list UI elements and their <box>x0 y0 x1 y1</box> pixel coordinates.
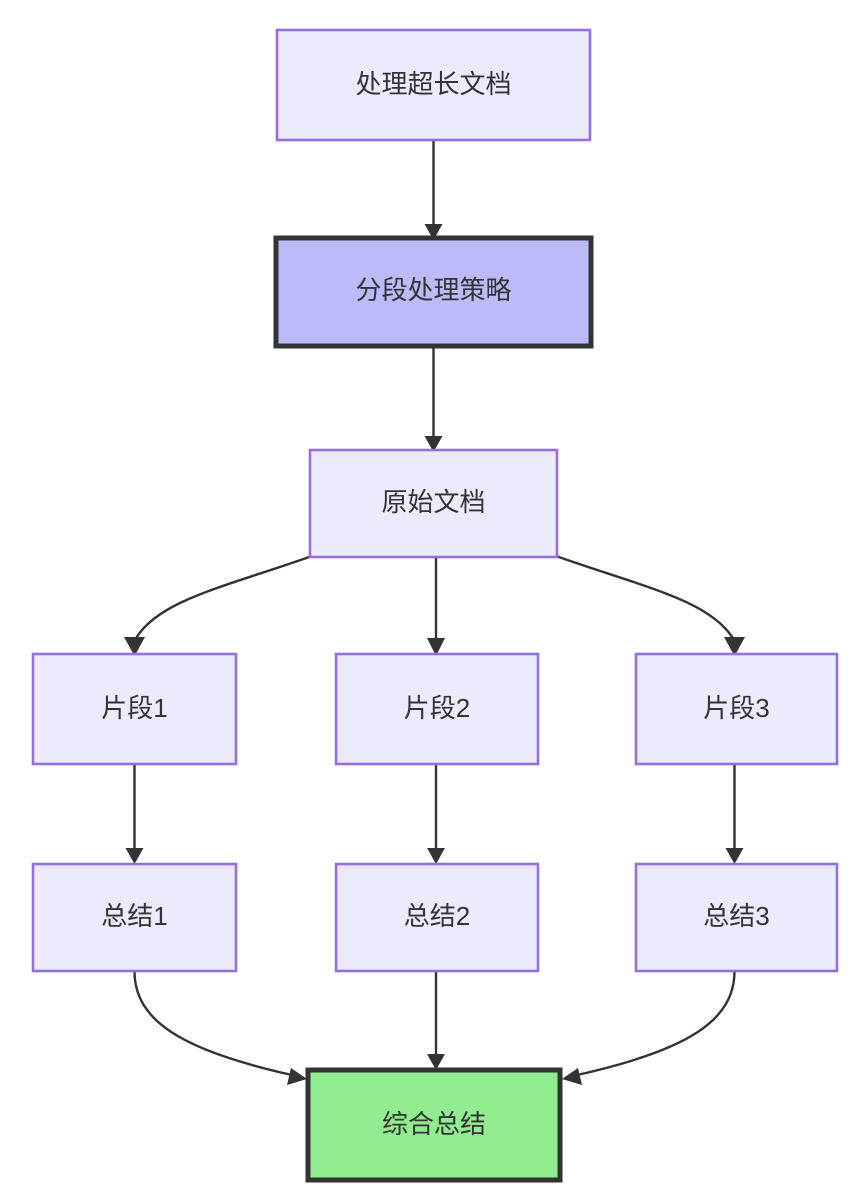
node-summary-1[interactable]: 总结1 <box>31 862 238 973</box>
node-box <box>31 652 238 766</box>
node-process-long-document[interactable]: 处理超长文档 <box>275 28 592 142</box>
edge-source-to-fragment-1 <box>124 554 313 656</box>
node-box <box>273 235 594 349</box>
edge-source-to-fragment-2 <box>427 557 445 656</box>
node-source-document[interactable]: 原始文档 <box>308 448 559 559</box>
edge-summary-1-to-final <box>133 970 307 1085</box>
edge-source-to-fragment-3 <box>555 554 745 656</box>
edge-summary-3-to-final <box>562 970 736 1085</box>
edge-summary-2-to-final <box>427 971 445 1070</box>
node-box <box>634 652 839 766</box>
node-box <box>634 862 839 973</box>
node-box <box>31 862 238 973</box>
node-chunking-strategy[interactable]: 分段处理策略 <box>273 235 594 349</box>
node-comprehensive-summary[interactable]: 综合总结 <box>305 1067 563 1183</box>
node-box <box>334 862 540 973</box>
edge-fragment-1-to-summary-1 <box>125 764 144 864</box>
edge-strategy-to-source <box>424 346 443 452</box>
node-fragment-1[interactable]: 片段1 <box>31 652 238 766</box>
node-summary-3[interactable]: 总结3 <box>634 862 839 973</box>
node-box <box>305 1067 563 1183</box>
node-box <box>275 28 592 142</box>
edge-fragment-2-to-summary-2 <box>427 764 445 864</box>
node-summary-2[interactable]: 总结2 <box>334 862 540 973</box>
edge-process-to-strategy <box>424 140 443 240</box>
node-fragment-2[interactable]: 片段2 <box>334 652 540 766</box>
edge-fragment-3-to-summary-3 <box>725 764 744 864</box>
edge-layer <box>124 140 745 1085</box>
node-layer: 处理超长文档 分段处理策略 原始文档 片段1 片段2 <box>31 28 839 1183</box>
node-box <box>334 652 540 766</box>
node-fragment-3[interactable]: 片段3 <box>634 652 839 766</box>
node-box <box>308 448 559 559</box>
